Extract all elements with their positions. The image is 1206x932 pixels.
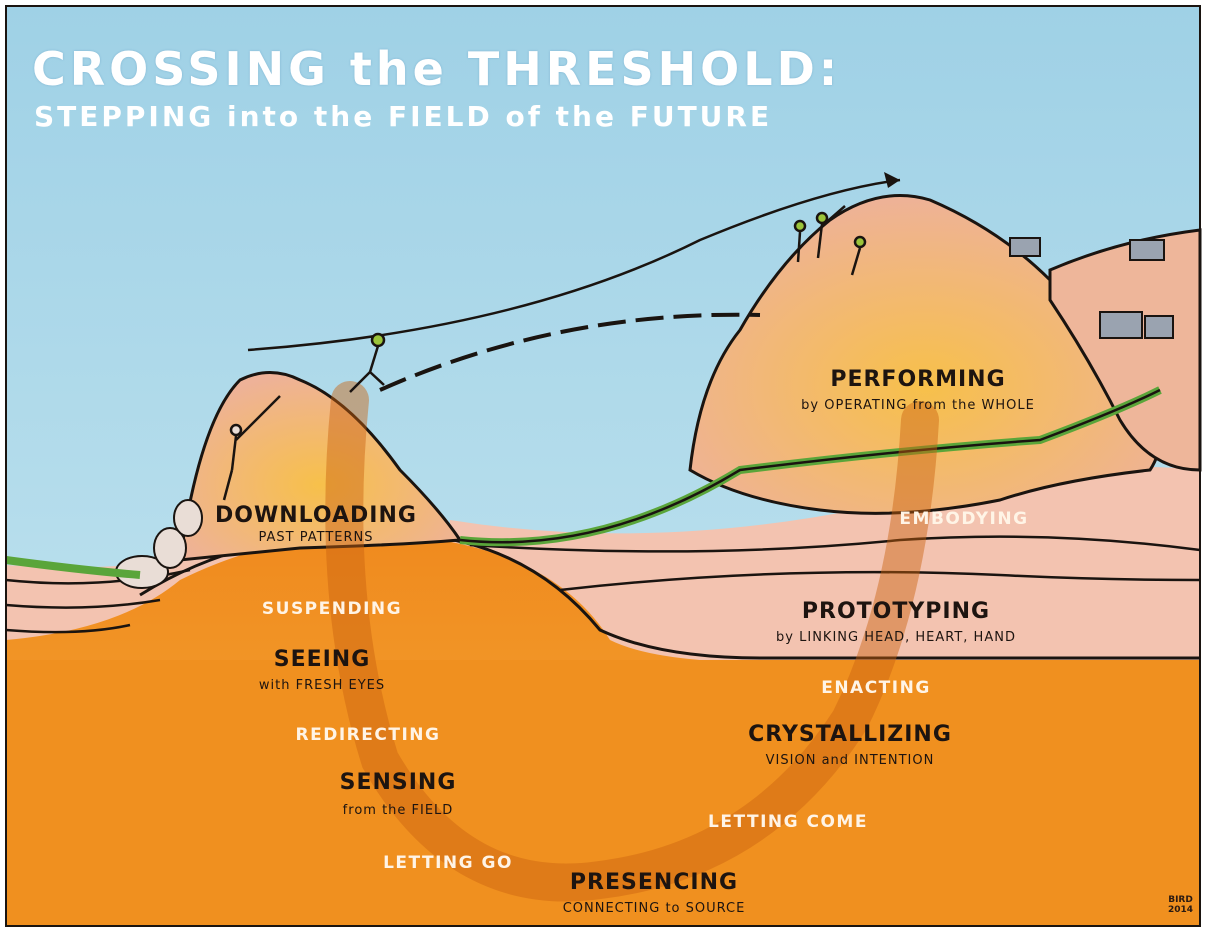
stage-performing-sub: by OPERATING from the WHOLE xyxy=(801,398,1035,413)
stage-seeing: SEEING xyxy=(273,647,371,672)
stage-sensing: SENSING xyxy=(339,770,457,795)
strata-line-3 xyxy=(5,623,131,634)
grass-right-outline xyxy=(459,388,1161,544)
strata-line-r1 xyxy=(469,535,1201,553)
stage-seeing-sub: with FRESH EYES xyxy=(258,678,386,693)
climber-figure xyxy=(222,395,281,501)
stage-sensing-sub: from the FIELD xyxy=(342,803,454,818)
arrow-head xyxy=(884,172,900,188)
transition-embodying: EMBODYING xyxy=(899,509,1029,529)
artist-signature: BIRD 2014 xyxy=(1168,895,1193,915)
signature-year: 2014 xyxy=(1168,905,1194,915)
summit-figures xyxy=(793,205,867,276)
transition-letting-go: LETTING GO xyxy=(383,853,513,873)
boulder-3 xyxy=(173,499,203,537)
stage-presencing: PRESENCING xyxy=(569,870,739,895)
u-loop xyxy=(325,381,939,902)
jump-dashed xyxy=(379,312,761,392)
stage-downloading-sub: PAST PATTERNS xyxy=(258,530,374,545)
stage-presencing-sub: CONNECTING to SOURCE xyxy=(562,901,746,916)
far-right-hill xyxy=(1048,228,1202,472)
stage-crystallizing-sub: VISION and INTENTION xyxy=(765,753,935,768)
transition-redirecting: REDIRECTING xyxy=(295,725,441,745)
earth-lower xyxy=(6,660,1200,926)
title-line-2: STEPPING into the FIELD of the FUTURE xyxy=(34,100,773,133)
transition-enacting: ENACTING xyxy=(821,678,931,698)
grass-left xyxy=(5,556,141,579)
strata-line-2 xyxy=(5,598,161,609)
stage-prototyping: PROTOTYPING xyxy=(801,599,991,624)
stage-downloading: DOWNLOADING xyxy=(215,503,417,528)
stage-crystallizing: CRYSTALLIZING xyxy=(748,722,952,747)
left-peak xyxy=(178,371,463,562)
frame xyxy=(5,5,1201,927)
strata-line-r2 xyxy=(559,570,1201,592)
title-line-1: CROSSING the THRESHOLD: xyxy=(32,42,842,96)
signature-name: BIRD xyxy=(1168,895,1193,905)
jumper-figure xyxy=(349,332,386,393)
transition-suspending: SUSPENDING xyxy=(261,599,403,619)
boulder-2 xyxy=(153,527,187,569)
stage-prototyping-sub: by LINKING HEAD, HEART, HAND xyxy=(776,630,1016,645)
houses xyxy=(1009,237,1174,339)
jump-arc xyxy=(247,178,901,352)
strata-right xyxy=(450,466,1200,660)
stage-performing: PERFORMING xyxy=(830,367,1006,392)
transition-letting-come: LETTING COME xyxy=(708,812,868,832)
